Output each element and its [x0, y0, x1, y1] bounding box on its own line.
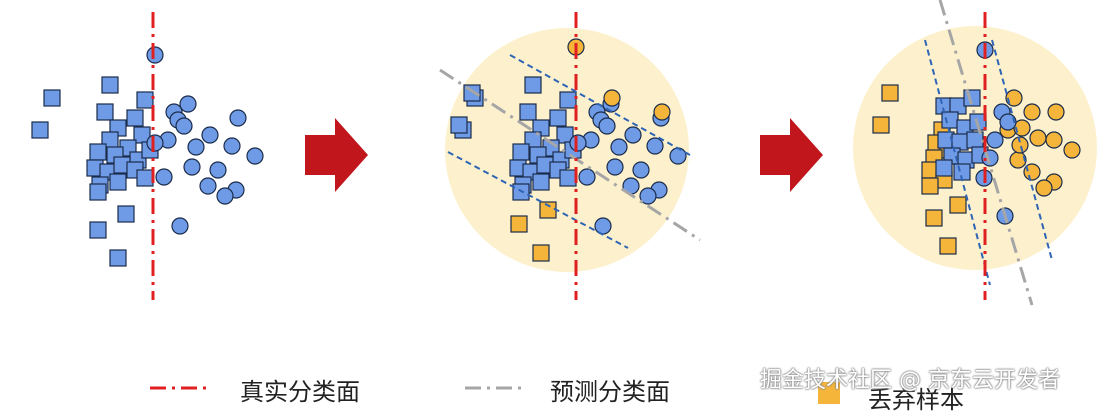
discarded-circle-sample: [653, 103, 671, 121]
square-sample: [89, 183, 107, 201]
legend-discarded-symbol: [818, 382, 840, 404]
circle-sample: [199, 177, 217, 195]
square-sample: [43, 89, 61, 107]
square-sample: [89, 221, 107, 239]
square-sample: [512, 143, 530, 161]
square-sample: [89, 143, 107, 161]
square-sample: [136, 169, 154, 187]
circle-sample: [216, 187, 234, 205]
discarded-circle-sample: [1011, 136, 1029, 154]
square-sample: [101, 76, 119, 94]
circle-sample: [610, 138, 628, 156]
circle-sample: [632, 161, 650, 179]
square-sample: [109, 173, 127, 191]
circle-sample: [999, 113, 1017, 131]
discarded-circle-sample: [1023, 163, 1041, 181]
circle-sample: [187, 138, 205, 156]
panel-discarded: [853, 0, 1097, 306]
discarded-square-sample: [939, 237, 957, 255]
panel-original: [31, 12, 264, 300]
discarded-circle-sample: [1005, 89, 1023, 107]
circle-sample: [669, 147, 687, 165]
square-sample: [966, 131, 984, 149]
discarded-circle-sample: [1023, 103, 1041, 121]
margin-line-left: [924, 39, 991, 286]
circle-sample: [183, 158, 201, 176]
watermark: 掘金技术社区 @ 京东云开发者: [760, 368, 1060, 393]
circle-sample: [155, 168, 173, 186]
square-sample: [31, 121, 49, 139]
discarded-square-sample: [532, 244, 550, 262]
circle-sample: [171, 217, 189, 235]
circle-sample: [209, 161, 227, 179]
circle-sample: [175, 117, 193, 135]
legend-pred-plane-label: 预测分类面: [550, 378, 670, 406]
discarded-circle-sample: [603, 89, 621, 107]
discarded-circle-sample: [1009, 151, 1027, 169]
discarded-square-sample: [872, 116, 890, 134]
discarded-circle-sample: [1029, 129, 1047, 147]
circle-sample: [246, 147, 264, 165]
discarded-circle-sample: [1063, 141, 1081, 159]
margin-line-right: [991, 39, 1053, 261]
arrow-right-icon: [305, 118, 368, 192]
predicted-classification-line: [938, 0, 1034, 306]
circle-sample: [646, 137, 664, 155]
predicted-classification-line: [439, 68, 701, 242]
square-sample: [126, 109, 144, 127]
circle-sample: [146, 134, 164, 152]
margin-line-lower: [447, 151, 629, 249]
discarded-square-sample: [921, 177, 939, 195]
circle-sample: [598, 117, 616, 135]
discarded-circle-sample: [1035, 179, 1053, 197]
panel-predicted: [439, 12, 701, 300]
discarded-square-sample: [881, 84, 899, 102]
circle-sample: [624, 126, 642, 144]
arrow-right-icon: [760, 118, 823, 192]
square-sample: [450, 116, 468, 134]
square-sample: [935, 159, 953, 177]
square-sample: [559, 169, 577, 187]
square-sample: [941, 111, 959, 129]
circle-sample: [569, 134, 587, 152]
square-sample: [136, 91, 154, 109]
discarded-circle-sample: [1045, 131, 1063, 149]
circle-sample: [223, 137, 241, 155]
square-sample: [96, 103, 114, 121]
square-sample: [519, 103, 537, 121]
discarded-square-sample: [925, 209, 943, 227]
square-sample: [117, 205, 135, 223]
square-sample: [549, 109, 567, 127]
circle-sample: [578, 168, 596, 186]
legend-true-plane-label: 真实分类面: [240, 378, 360, 406]
circle-sample: [146, 46, 164, 64]
square-sample: [559, 91, 577, 109]
square-sample: [109, 249, 127, 267]
discarded-square-sample: [949, 196, 967, 214]
circle-sample: [606, 158, 624, 176]
discarded-circle-sample: [1047, 103, 1065, 121]
margin-line-upper: [509, 54, 691, 156]
discarded-square-sample: [510, 215, 528, 233]
square-sample: [524, 76, 542, 94]
circle-sample: [639, 187, 657, 205]
square-sample: [532, 173, 550, 191]
circle-sample: [229, 109, 247, 127]
circle-sample: [201, 126, 219, 144]
circle-sample: [986, 131, 1004, 149]
circle-sample: [179, 95, 197, 113]
circle-sample: [594, 217, 612, 235]
